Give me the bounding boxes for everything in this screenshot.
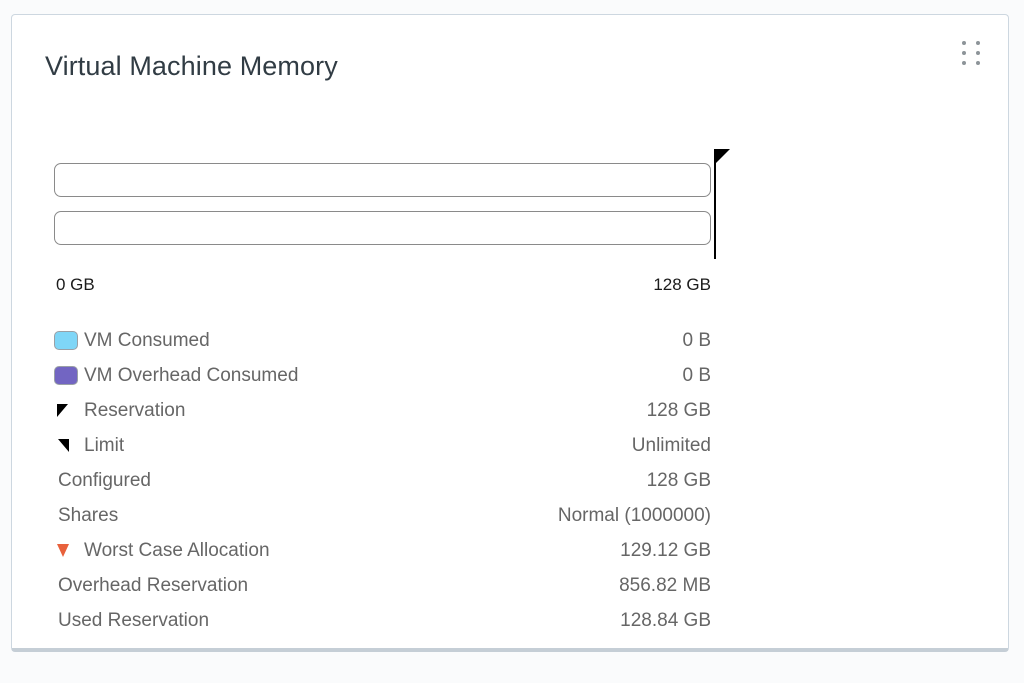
drag-dot	[976, 51, 980, 55]
detail-row: VM Overhead Consumed 0 B	[54, 358, 711, 393]
drag-dot	[962, 51, 966, 55]
reservation-marker-icon	[57, 404, 68, 417]
detail-row: Shares Normal (1000000)	[54, 498, 711, 533]
memory-detail-list: VM Consumed 0 B VM Overhead Consumed 0 B Res…	[54, 323, 711, 638]
drag-dot	[962, 41, 966, 45]
detail-row: VM Consumed 0 B	[54, 323, 711, 358]
detail-row-value: 128 GB	[646, 469, 711, 491]
detail-row-label: Limit	[84, 434, 125, 456]
detail-row-label: Reservation	[84, 399, 186, 421]
detail-row-value: 128.84 GB	[620, 609, 711, 631]
detail-row-value: 129.12 GB	[620, 539, 711, 561]
detail-row-value: 856.82 MB	[619, 574, 711, 596]
detail-row-marker	[54, 428, 84, 463]
detail-row: Used Reservation 128.84 GB	[54, 603, 711, 638]
detail-row-marker	[54, 358, 84, 393]
detail-row-label: Overhead Reservation	[58, 574, 249, 596]
detail-row-value: 0 B	[682, 329, 711, 351]
legend-swatch-vm-overhead-consumed	[54, 366, 78, 385]
detail-row-marker	[54, 393, 84, 428]
detail-row: Limit Unlimited	[54, 428, 711, 463]
detail-row-label: VM Overhead Consumed	[84, 364, 299, 386]
drag-dot	[976, 61, 980, 65]
limit-marker-icon	[58, 439, 69, 452]
worst-case-allocation-marker-icon	[57, 544, 69, 557]
drag-dots-icon[interactable]	[962, 41, 984, 67]
legend-swatch-vm-consumed	[54, 331, 78, 350]
detail-row: Overhead Reservation 856.82 MB	[54, 568, 711, 603]
drag-dot	[962, 61, 966, 65]
detail-row-label: Configured	[58, 469, 151, 491]
detail-row-label: VM Consumed	[84, 329, 210, 351]
axis-max-label: 128 GB	[653, 275, 711, 294]
reservation-flag-icon	[716, 149, 730, 163]
detail-row-label: Worst Case Allocation	[84, 539, 270, 561]
vm-memory-card: Virtual Machine Memory 0 GB 128 GB VM Co…	[11, 14, 1009, 652]
detail-row: Configured 128 GB	[54, 463, 711, 498]
detail-row-value: 128 GB	[646, 399, 711, 421]
detail-row-marker	[54, 323, 84, 358]
memory-bar-chart: 0 GB 128 GB	[54, 149, 730, 308]
detail-row: Reservation 128 GB	[54, 393, 711, 428]
bar-track-vm-overhead-consumed[interactable]	[54, 211, 711, 245]
detail-row-value: Unlimited	[631, 434, 711, 456]
reservation-marker	[714, 149, 730, 259]
bar-track-vm-consumed[interactable]	[54, 163, 711, 197]
detail-row-value: Normal (1000000)	[557, 504, 711, 526]
detail-row-value: 0 B	[682, 364, 711, 386]
detail-row: Worst Case Allocation 129.12 GB	[54, 533, 711, 568]
detail-row-label: Used Reservation	[58, 609, 210, 631]
page-title: Virtual Machine Memory	[45, 51, 338, 81]
detail-row-marker	[54, 533, 84, 568]
detail-row-label: Shares	[58, 504, 119, 526]
drag-dot	[976, 41, 980, 45]
axis-min-label: 0 GB	[56, 275, 95, 294]
